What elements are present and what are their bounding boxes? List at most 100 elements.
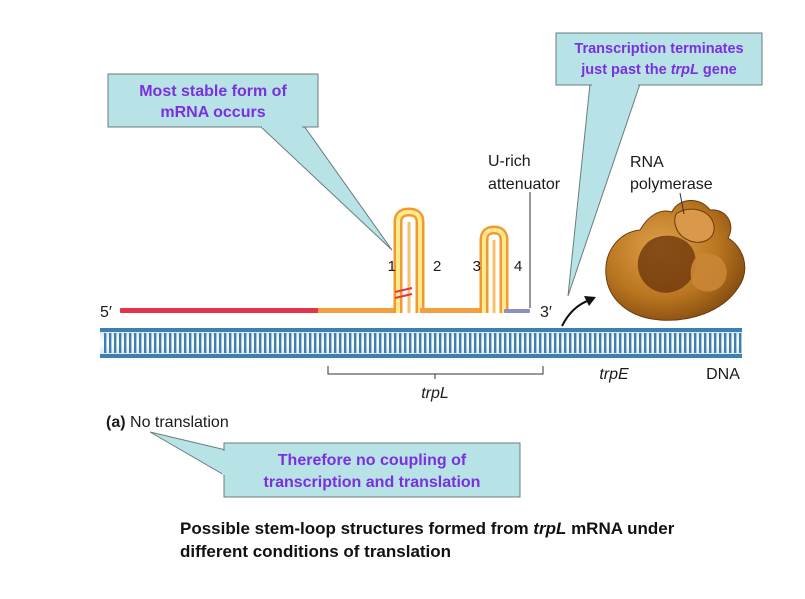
dna-rung	[424, 333, 427, 353]
mrna-strand	[120, 207, 530, 313]
dna-rung	[114, 333, 117, 353]
callout-no-coupling: Therefore no coupling of transcription a…	[149, 431, 521, 498]
label-rna: RNA	[630, 154, 664, 171]
dna-rung	[684, 333, 687, 353]
dna-rung	[439, 333, 442, 353]
dna-rung	[474, 333, 477, 353]
dna-rung	[629, 333, 632, 353]
dna-rung	[484, 333, 487, 353]
dna-rung	[594, 333, 597, 353]
dna-rung	[244, 333, 247, 353]
caption-line1-pre: Possible stem-loop structures formed fro…	[180, 519, 534, 538]
transcription-arrow	[561, 299, 591, 327]
label-region-3: 3	[473, 258, 481, 275]
dna-rung	[224, 333, 227, 353]
figure-caption: Possible stem-loop structures formed fro…	[180, 517, 780, 563]
dna-rung	[614, 333, 617, 353]
trpl-bracket	[327, 366, 544, 375]
callout-transcription-terminates: Transcription terminates just past the t…	[555, 32, 763, 297]
dna-rung	[534, 333, 537, 353]
dna-rung	[724, 333, 727, 353]
callout-terminate-line1: Transcription terminates	[574, 41, 743, 57]
polymerase-pointer-line	[679, 192, 685, 215]
dna-rung	[149, 333, 152, 353]
dna-rung	[164, 333, 167, 353]
dna-rung	[734, 333, 737, 353]
dna-rung	[129, 333, 132, 353]
callout-stable-line1: Most stable form of	[139, 83, 287, 100]
callout-terminate-line2-ital: trpL	[671, 62, 699, 78]
dna-rung	[134, 333, 137, 353]
dna-double-helix	[100, 328, 742, 358]
dna-rung	[104, 333, 107, 353]
dna-rung	[729, 333, 732, 353]
label-five-prime: 5′	[100, 304, 112, 321]
dna-rung	[319, 333, 322, 353]
dna-rung	[344, 333, 347, 353]
label-u-rich: U-rich	[488, 153, 531, 170]
callout-stable-mrna: Most stable form of mRNA occurs	[107, 73, 393, 251]
callout-terminate-line2-post: gene	[699, 62, 737, 78]
label-dna: DNA	[706, 366, 740, 383]
dna-rung	[639, 333, 642, 353]
panel-label: (a) No translation	[106, 414, 229, 431]
dna-rung	[309, 333, 312, 353]
dna-rung	[109, 333, 112, 353]
dna-rung	[269, 333, 272, 353]
label-polymerase: polymerase	[630, 176, 713, 193]
dna-rung	[169, 333, 172, 353]
dna-rung	[369, 333, 372, 353]
dna-rung	[519, 333, 522, 353]
dna-rung	[154, 333, 157, 353]
dna-rung	[239, 333, 242, 353]
dna-rung	[279, 333, 282, 353]
dna-rung	[184, 333, 187, 353]
dna-rung	[659, 333, 662, 353]
label-attenuator: attenuator	[488, 176, 561, 193]
dna-rung	[644, 333, 647, 353]
dna-rung	[249, 333, 252, 353]
dna-rung	[144, 333, 147, 353]
caption-line1-post: mRNA under	[566, 519, 675, 538]
dna-rung	[379, 333, 382, 353]
dna-rung	[559, 333, 562, 353]
dna-rung	[719, 333, 722, 353]
dna-rung	[444, 333, 447, 353]
callout-coupling-line1: Therefore no coupling of	[278, 452, 467, 469]
label-three-prime: 3′	[540, 304, 552, 321]
dna-rung	[264, 333, 267, 353]
dna-rung	[604, 333, 607, 353]
dna-rung	[529, 333, 532, 353]
dna-rung	[589, 333, 592, 353]
label-region-1: 1	[388, 258, 396, 275]
dna-rung	[699, 333, 702, 353]
dna-rung	[214, 333, 217, 353]
dna-rung	[469, 333, 472, 353]
callout-terminate-line2: just past the trpL gene	[580, 62, 737, 78]
dna-rung	[179, 333, 182, 353]
dna-rung	[299, 333, 302, 353]
dna-rung	[194, 333, 197, 353]
dna-rung	[394, 333, 397, 353]
dna-rung	[304, 333, 307, 353]
dna-rung	[619, 333, 622, 353]
label-region-2: 2	[433, 258, 441, 275]
dna-rung	[229, 333, 232, 353]
dna-rung	[339, 333, 342, 353]
dna-rung	[274, 333, 277, 353]
dna-rung	[419, 333, 422, 353]
callout-coupling-line2: transcription and translation	[264, 474, 481, 491]
dna-rung	[354, 333, 357, 353]
dna-base-pairs	[104, 333, 742, 353]
dna-rung	[739, 333, 742, 353]
rna-polymerase-illustration	[605, 200, 746, 321]
dna-rung	[514, 333, 517, 353]
dna-rung	[384, 333, 387, 353]
dna-rung	[664, 333, 667, 353]
dna-rung	[564, 333, 567, 353]
dna-rung	[409, 333, 412, 353]
dna-rung	[459, 333, 462, 353]
label-trpL: trpL	[421, 385, 449, 402]
caption-line1-ital: trpL	[533, 519, 567, 538]
dna-rung	[374, 333, 377, 353]
